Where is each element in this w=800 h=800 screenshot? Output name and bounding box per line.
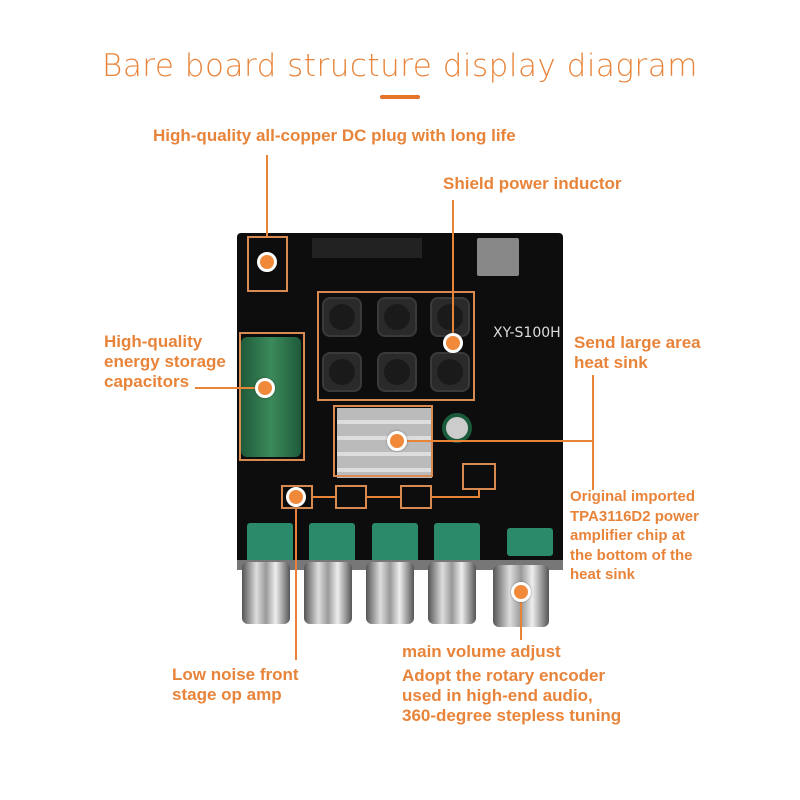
- title-underline: [380, 95, 420, 99]
- potentiometer: [372, 523, 418, 563]
- label-line: capacitors: [104, 372, 190, 391]
- label-line: Original imported: [570, 488, 696, 505]
- dc-plug-box: [247, 236, 288, 292]
- chip-box: [400, 485, 432, 509]
- connector-line: [478, 490, 480, 498]
- capacitor-box: [239, 332, 305, 461]
- label-line: Send large area: [574, 333, 701, 352]
- knob[interactable]: [366, 562, 414, 624]
- label-line: heat sink: [570, 566, 636, 583]
- label-inductor: Shield power inductor: [443, 174, 622, 193]
- chip-box: [335, 485, 367, 509]
- connector-line: [432, 496, 479, 498]
- label-op-amp: Low noise front stage op amp: [172, 665, 299, 705]
- leader-line: [295, 496, 297, 660]
- label-chip: Original imported TPA3116D2 power amplif…: [570, 487, 699, 585]
- inductor: [322, 352, 362, 392]
- encoder-body: [507, 528, 553, 556]
- page-title: Bare board structure display diagram: [102, 48, 698, 84]
- marker-dot: [255, 378, 275, 398]
- inductor: [377, 352, 417, 392]
- label-line: stage op amp: [172, 685, 282, 704]
- chip-box: [462, 463, 496, 490]
- capacitor: [241, 337, 301, 457]
- heat-sink: [337, 408, 432, 478]
- terminal-block: [312, 238, 422, 258]
- knob[interactable]: [242, 562, 290, 624]
- inductor: [430, 352, 470, 392]
- marker-dot: [443, 333, 463, 353]
- label-line: High-quality: [104, 332, 203, 351]
- connector-line: [367, 496, 400, 498]
- label-line: energy storage: [104, 352, 226, 371]
- usb-port: [477, 238, 519, 276]
- marker-dot: [387, 431, 407, 451]
- leader-line: [452, 200, 454, 343]
- connector-line: [313, 496, 335, 498]
- label-line: TPA3116D2 power: [570, 507, 699, 525]
- label-line: 360-degree stepless tuning: [402, 706, 622, 725]
- knob[interactable]: [428, 562, 476, 624]
- leader-line: [397, 440, 593, 442]
- model-label: XY-S100H: [493, 325, 561, 341]
- label-encoder: Adopt the rotary encoder used in high-en…: [402, 666, 621, 726]
- marker-dot: [257, 252, 277, 272]
- inductor-box: [317, 291, 475, 401]
- circuit-board: XY-S100H: [237, 233, 563, 565]
- leader-line: [520, 592, 522, 640]
- label-dc-plug: High-quality all-copper DC plug with lon…: [153, 126, 516, 145]
- inductor: [377, 297, 417, 337]
- marker-dot: [511, 582, 531, 602]
- op-amp-box: [281, 485, 313, 509]
- potentiometer: [247, 523, 293, 563]
- label-capacitors: High-quality energy storage capacitors: [104, 332, 226, 392]
- label-volume: main volume adjust: [402, 642, 561, 661]
- label-line: amplifier chip at: [570, 527, 686, 544]
- leader-line: [266, 155, 268, 237]
- electrolytic-capacitor: [442, 413, 472, 443]
- potentiometer: [434, 523, 480, 563]
- label-heat-sink: Send large area heat sink: [574, 333, 701, 373]
- inductor: [430, 297, 470, 337]
- knob[interactable]: [304, 562, 352, 624]
- potentiometer: [309, 523, 355, 563]
- label-line: the bottom of the: [570, 546, 693, 564]
- label-line: Low noise front: [172, 665, 299, 684]
- leader-line: [592, 375, 594, 490]
- inductor: [322, 297, 362, 337]
- label-line: Adopt the rotary encoder: [402, 666, 606, 685]
- label-line: used in high-end audio,: [402, 686, 593, 705]
- leader-line: [195, 387, 265, 389]
- label-line: heat sink: [574, 353, 648, 372]
- marker-dot: [286, 487, 306, 507]
